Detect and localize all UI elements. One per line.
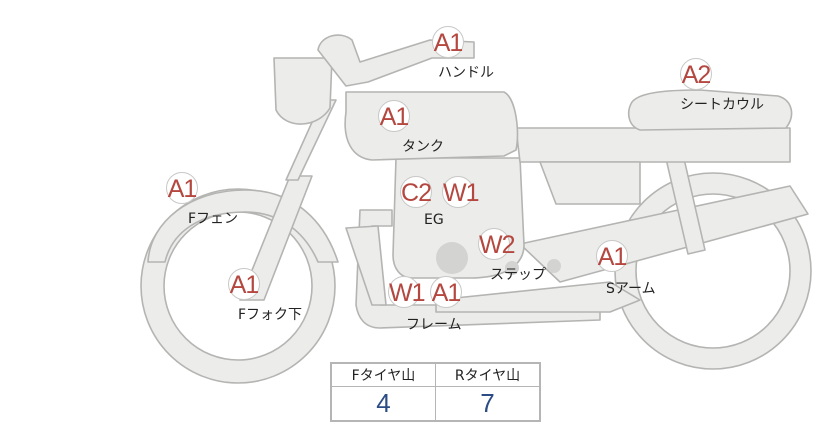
seat-cowl-shape xyxy=(627,89,793,131)
s-arm-badge-1[interactable]: A1 xyxy=(596,240,628,272)
seat-cowl-label: シートカウル xyxy=(680,97,764,113)
handle-badge-1[interactable]: A1 xyxy=(432,26,464,58)
step-badge-1[interactable]: W2 xyxy=(478,228,516,260)
swing-arm-shape xyxy=(519,185,809,283)
f-fork-lower-badge-1[interactable]: A1 xyxy=(228,268,260,300)
tank-label: タンク xyxy=(402,139,444,155)
s-arm-label: Sアーム xyxy=(606,281,656,297)
handle-label: ハンドル xyxy=(438,65,494,81)
f-fender-label: Fフェン xyxy=(188,211,239,227)
frame-label: フレーム xyxy=(406,317,462,333)
frame-badge-1[interactable]: W1 xyxy=(388,276,426,308)
front-tread-value: 4 xyxy=(330,386,436,422)
engine-cover xyxy=(436,242,468,274)
exhaust-shape xyxy=(435,281,641,313)
footpeg-dot-2 xyxy=(547,259,561,273)
engine-badge-1[interactable]: C2 xyxy=(400,176,432,208)
footpeg-dot-1 xyxy=(505,261,519,275)
f-fender-badge-1[interactable]: A1 xyxy=(166,172,198,204)
front-tread-header: Fタイヤ山 xyxy=(330,362,436,387)
f-fork-lower-label: Fフォク下 xyxy=(238,307,303,323)
front-fork-shape xyxy=(239,175,313,301)
side-cover-shape xyxy=(515,127,791,163)
frame-badge-2[interactable]: A1 xyxy=(430,276,462,308)
engine-label: EG xyxy=(424,212,444,228)
engine-badge-2[interactable]: W1 xyxy=(442,176,480,208)
seat-cowl-badge-1[interactable]: A2 xyxy=(680,58,712,90)
rear-tread-header: Rタイヤ山 xyxy=(435,362,541,387)
headlight-shape xyxy=(273,57,333,125)
step-label: ステップ xyxy=(490,267,546,283)
tire-tread-table: Fタイヤ山 Rタイヤ山 4 7 xyxy=(330,362,541,422)
rear-tread-value: 7 xyxy=(435,386,541,422)
tank-badge-1[interactable]: A1 xyxy=(378,100,410,132)
